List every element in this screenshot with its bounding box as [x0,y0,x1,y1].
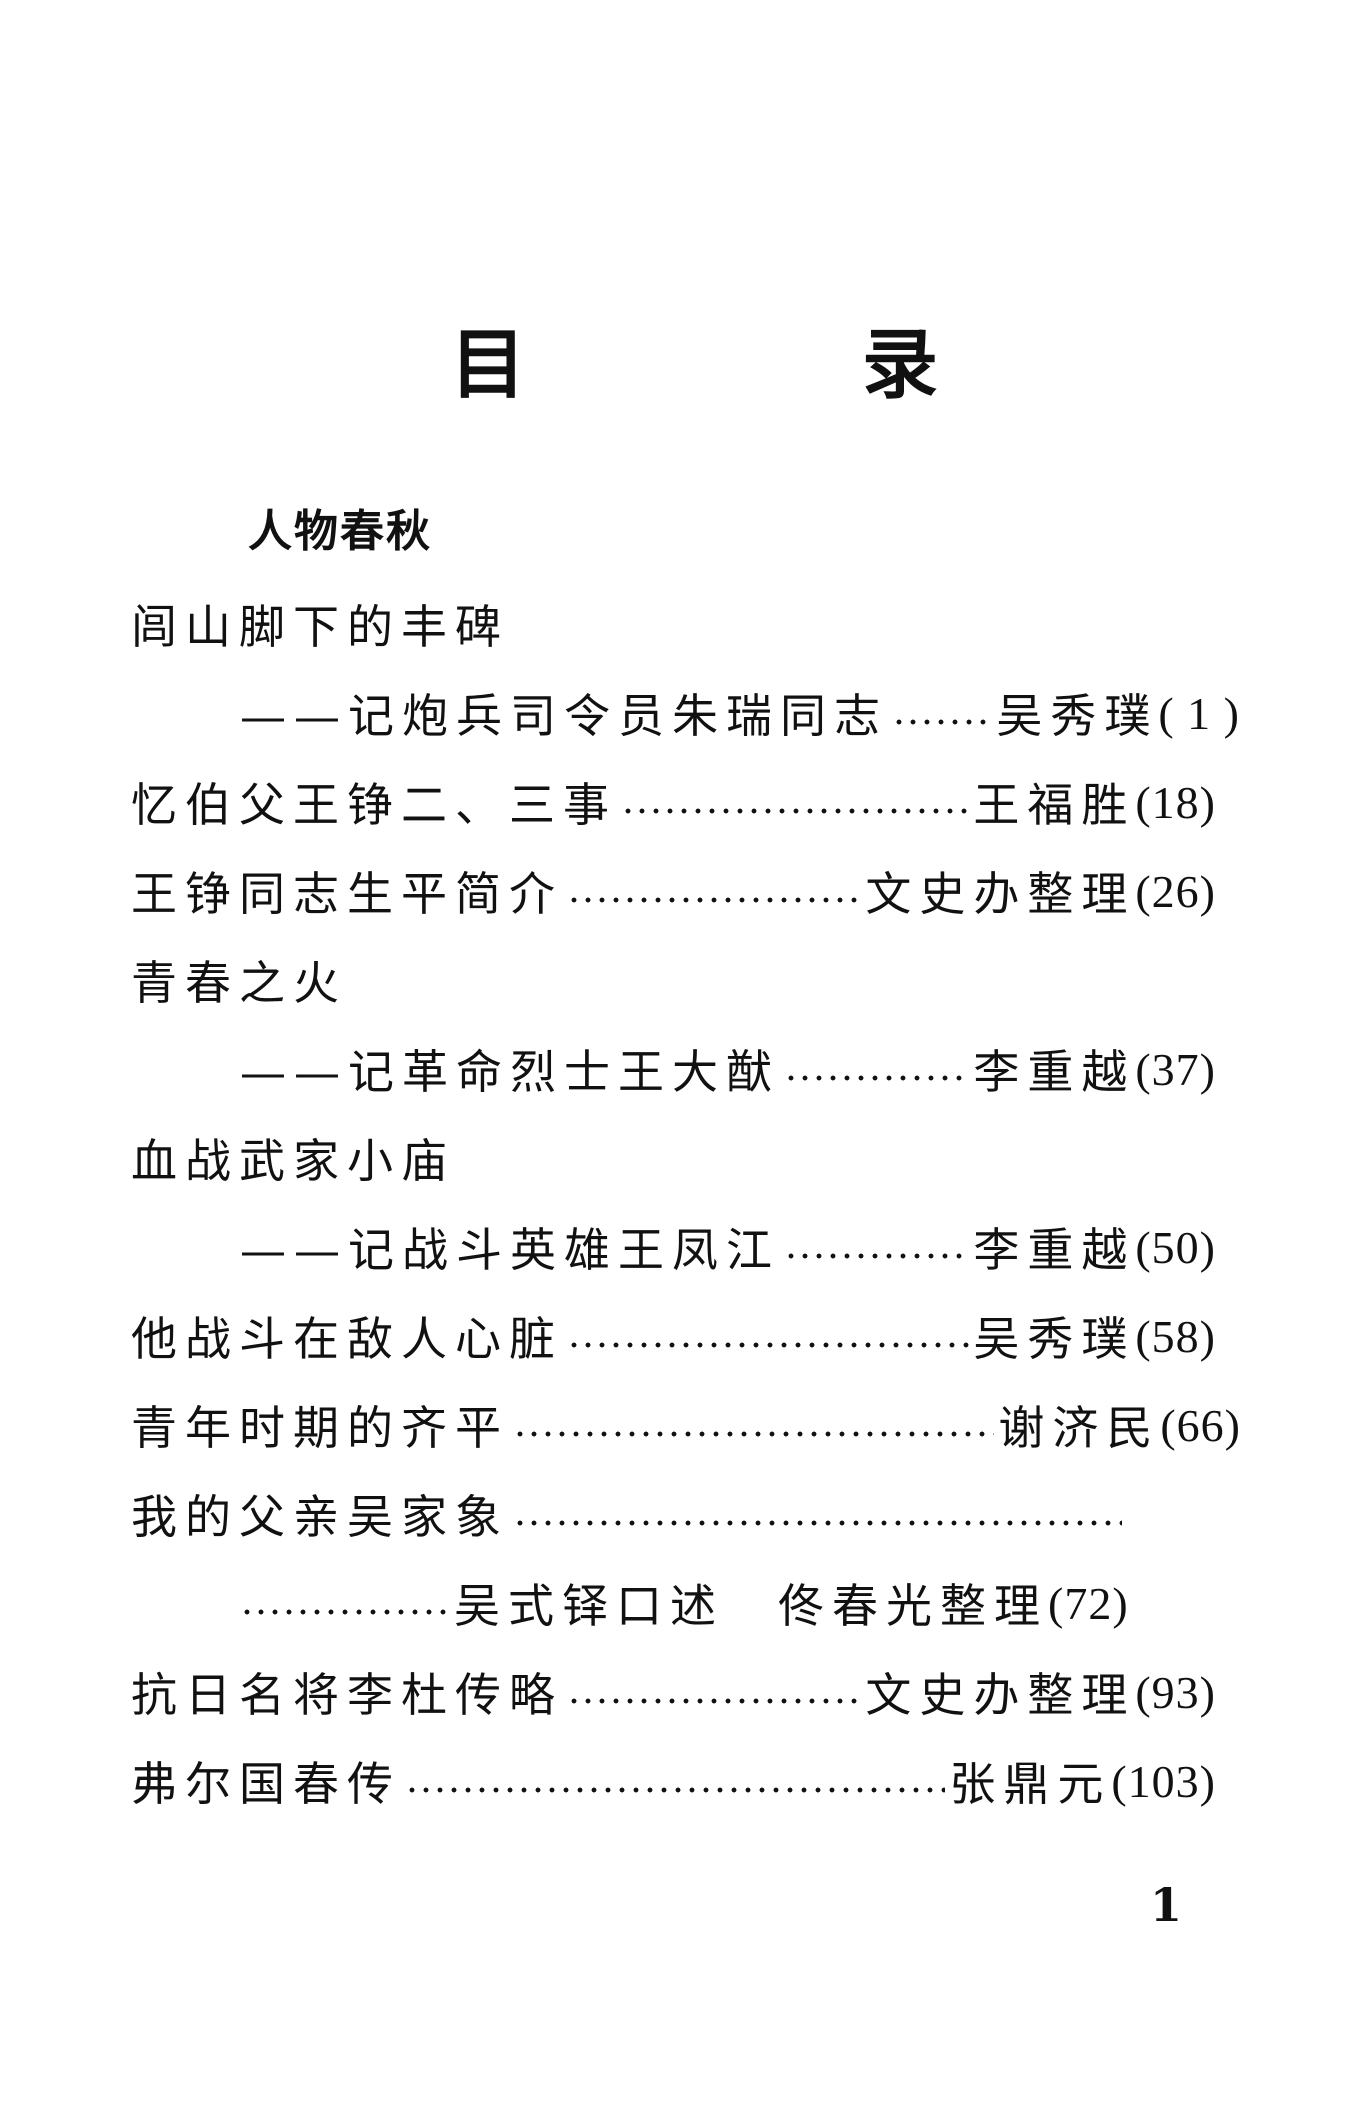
entry-title: 闾山脚下的丰碑 [131,600,509,654]
entry-title: ——记革命烈士王大猷 [240,1045,780,1099]
dot-leader [513,1518,1122,1528]
entry-page: (93) [1135,1666,1216,1718]
toc-entry[interactable]: 弗尔国春传 张鼎元 (103) [131,1751,1216,1812]
dot-leader [567,1340,970,1350]
toc-entry[interactable]: 青年时期的齐平 谢济民 (66) [131,1395,1241,1456]
entry-page: (37) [1135,1043,1216,1095]
entry-author: 谢济民 [998,1401,1161,1455]
entry-page: (103) [1111,1755,1216,1807]
entry-title: ——记炮兵司令员朱瑞同志 [240,689,888,743]
entry-author: 李重越 [973,1223,1136,1277]
entry-author: 李重越 [973,1045,1136,1099]
section-heading: 人物春秋 [248,506,432,557]
entry-title: 抗日名将李杜传略 [131,1668,563,1722]
toc-heading-char-2: 录 [862,320,938,409]
dot-leader [240,1607,450,1617]
dot-leader [621,806,970,816]
entry-author: 吴秀璞 [996,689,1159,743]
toc-entry[interactable]: 抗日名将李杜传略 文史办整理 (93) [131,1662,1216,1723]
entry-author: 文史办整理 [865,1668,1136,1722]
toc-entry[interactable]: 闾山脚下的丰碑 [131,594,1216,654]
entry-author: 文史办整理 [865,867,1136,921]
entry-page: (18) [1135,776,1216,828]
entry-title: 弗尔国春传 [131,1757,401,1811]
toc-entry[interactable]: 血战武家小庙 [131,1128,1216,1188]
toc-entry[interactable]: ——记战斗英雄王凤江 李重越 (50) [240,1217,1216,1278]
entry-title: 青年时期的齐平 [131,1401,509,1455]
entry-title: 忆伯父王铮二、三事 [131,778,617,832]
entry-author: 王福胜 [973,778,1136,832]
dot-leader [405,1785,946,1795]
dot-leader [892,717,993,727]
entry-page: ( 1 ) [1158,687,1240,739]
entry-title: ——记战斗英雄王凤江 [240,1223,780,1277]
toc-entry[interactable]: 青春之火 [131,950,1216,1010]
entry-title: 我的父亲吴家象 [131,1490,509,1544]
entry-author: 张鼎元 [949,1757,1112,1811]
entry-title: 血战武家小庙 [131,1134,455,1188]
toc-entry[interactable]: 王铮同志生平简介 文史办整理 (26) [131,861,1216,922]
dot-leader [784,1251,970,1261]
dot-leader [784,1073,970,1083]
entry-page: (26) [1135,865,1216,917]
entry-page: (58) [1135,1310,1216,1362]
toc-entry[interactable]: 我的父亲吴家象 [131,1484,1126,1544]
page-number: 1 [1150,1878,1183,1932]
entry-author: 吴式铎口述 佟春光整理 [454,1579,1048,1633]
toc-entry[interactable]: 忆伯父王铮二、三事 王福胜 (18) [131,772,1216,833]
toc-heading-char-1: 目 [450,320,526,409]
toc-entry[interactable]: 他战斗在敌人心脏 吴秀璞 (58) [131,1306,1216,1367]
dot-leader [567,1696,862,1706]
dot-leader [567,895,862,905]
toc-entry[interactable]: ——记革命烈士王大猷 李重越 (37) [240,1039,1216,1100]
toc-entry[interactable]: 吴式铎口述 佟春光整理 (72) [240,1573,1216,1633]
dot-leader [513,1429,995,1439]
entry-page: (72) [1048,1577,1129,1629]
toc-entry[interactable]: ——记炮兵司令员朱瑞同志 吴秀璞 ( 1 ) [240,683,1240,744]
entry-page: (66) [1160,1399,1241,1451]
entry-title: 他战斗在敌人心脏 [131,1312,563,1366]
entry-page: (50) [1135,1221,1216,1273]
entry-author: 吴秀璞 [973,1312,1136,1366]
entry-title: 王铮同志生平简介 [131,867,563,921]
entry-title: 青春之火 [131,956,347,1010]
